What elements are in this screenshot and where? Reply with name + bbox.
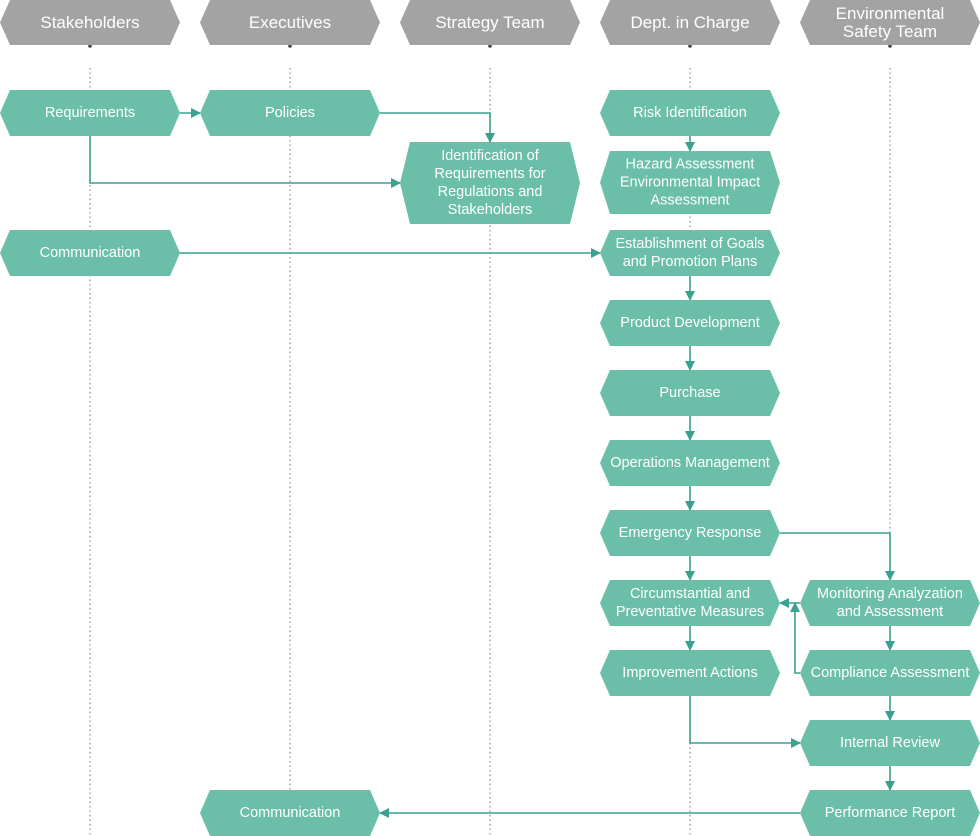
lane-header-label: Safety Team bbox=[843, 22, 937, 41]
node-label: Assessment bbox=[651, 193, 730, 209]
node-label: Improvement Actions bbox=[622, 665, 757, 681]
node-label: Policies bbox=[265, 105, 315, 121]
node-label: Establishment of Goals bbox=[615, 236, 764, 252]
lane-anchor-dot bbox=[688, 44, 692, 48]
node-improvement-actions: Improvement Actions bbox=[600, 650, 780, 696]
node-establishment-of-goals: Establishment of Goals and Promotion Plan… bbox=[600, 230, 780, 276]
lane-header-shape bbox=[600, 0, 780, 45]
node-shape bbox=[600, 440, 780, 486]
edge-policies-to-identification-of-requirements bbox=[380, 112, 495, 143]
node-label: Internal Review bbox=[840, 735, 940, 751]
lane-header-strategy-team: Strategy Team bbox=[400, 0, 580, 45]
node-shape bbox=[0, 90, 180, 136]
node-shape bbox=[600, 300, 780, 346]
edge-layer bbox=[89, 108, 895, 818]
node-purchase: Purchase bbox=[600, 370, 780, 416]
node-risk-identification: Risk Identification bbox=[600, 90, 780, 136]
lane-header-label: Executives bbox=[249, 13, 331, 32]
node-shape bbox=[800, 580, 980, 626]
lane-header-shape bbox=[400, 0, 580, 45]
node-shape bbox=[800, 790, 980, 836]
node-label: Regulations and bbox=[438, 184, 543, 200]
node-shape bbox=[800, 720, 980, 766]
lane-header-shape bbox=[200, 0, 380, 45]
node-operations-management: Operations Management bbox=[600, 440, 780, 486]
lane-header-label: Strategy Team bbox=[435, 13, 544, 32]
node-label: Preventative Measures bbox=[616, 604, 764, 620]
node-label: Emergency Response bbox=[619, 525, 762, 541]
node-shape bbox=[200, 90, 380, 136]
node-label: Identification of bbox=[441, 148, 540, 164]
node-label: Risk Identification bbox=[633, 105, 747, 121]
node-label: Communication bbox=[240, 805, 341, 821]
node-internal-review: Internal Review bbox=[800, 720, 980, 766]
node-label: Monitoring Analyzation bbox=[817, 586, 963, 602]
node-label: Communication bbox=[40, 245, 141, 261]
lane-anchor-dot bbox=[88, 44, 92, 48]
lane-anchor-dot bbox=[888, 44, 892, 48]
node-label: Product Development bbox=[620, 315, 759, 331]
node-shape bbox=[600, 90, 780, 136]
node-shape bbox=[600, 650, 780, 696]
lane-anchor-dot bbox=[488, 44, 492, 48]
node-label: Purchase bbox=[659, 385, 720, 401]
lane-header-shape bbox=[800, 0, 980, 45]
lane-anchor-dot bbox=[288, 44, 292, 48]
node-label: Circumstantial and bbox=[630, 586, 750, 602]
node-emergency-response: Emergency Response bbox=[600, 510, 780, 556]
node-shape bbox=[600, 510, 780, 556]
lane-header-label: Environmental bbox=[836, 4, 945, 23]
edge-improvement-actions-to-internal-review bbox=[689, 696, 801, 748]
edge-requirements-to-identification-of-requirements bbox=[89, 136, 401, 188]
header-layer: Stakeholders Executives Strategy Team Dept.… bbox=[0, 0, 980, 45]
node-compliance-assessment: Compliance Assessment bbox=[800, 650, 980, 696]
node-product-development: Product Development bbox=[600, 300, 780, 346]
node-shape bbox=[400, 142, 580, 224]
node-label: Performance Report bbox=[825, 805, 956, 821]
node-shape bbox=[200, 790, 380, 836]
node-label: Hazard Assessment bbox=[626, 157, 755, 173]
node-label: Stakeholders bbox=[448, 202, 533, 218]
node-label: Compliance Assessment bbox=[811, 665, 970, 681]
node-label: and Promotion Plans bbox=[623, 254, 758, 270]
node-requirements: Requirements bbox=[0, 90, 180, 136]
lane-header-label: Stakeholders bbox=[40, 13, 139, 32]
node-policies: Policies bbox=[200, 90, 380, 136]
node-shape bbox=[600, 370, 780, 416]
node-shape bbox=[600, 151, 780, 214]
node-shape bbox=[600, 230, 780, 276]
node-label: Requirements for bbox=[434, 166, 545, 182]
node-performance-report: Performance Report bbox=[800, 790, 980, 836]
edge-compliance-assessment-to-circumstantial-measures bbox=[790, 602, 800, 674]
node-monitoring-analyzation: Monitoring Analyzation and Assessment bbox=[800, 580, 980, 626]
node-label: Requirements bbox=[45, 105, 135, 121]
lane-header-dept-in-charge: Dept. in Charge bbox=[600, 0, 780, 45]
node-shape bbox=[0, 230, 180, 276]
node-label: Operations Management bbox=[610, 455, 770, 471]
node-identification-of-requirements: Identification of Requirements forRegulat… bbox=[400, 142, 580, 224]
node-communication-stakeholders: Communication bbox=[0, 230, 180, 276]
node-label: Environmental Impact bbox=[620, 175, 760, 191]
node-communication-executives: Communication bbox=[200, 790, 380, 836]
node-shape bbox=[800, 650, 980, 696]
edge-emergency-response-to-monitoring-analyzation bbox=[780, 532, 895, 581]
node-shape bbox=[600, 580, 780, 626]
lane-header-stakeholders: Stakeholders bbox=[0, 0, 180, 45]
lane-header-shape bbox=[0, 0, 180, 45]
node-label: and Assessment bbox=[837, 604, 943, 620]
lane-header-executives: Executives bbox=[200, 0, 380, 45]
lane-header-label: Dept. in Charge bbox=[630, 13, 749, 32]
